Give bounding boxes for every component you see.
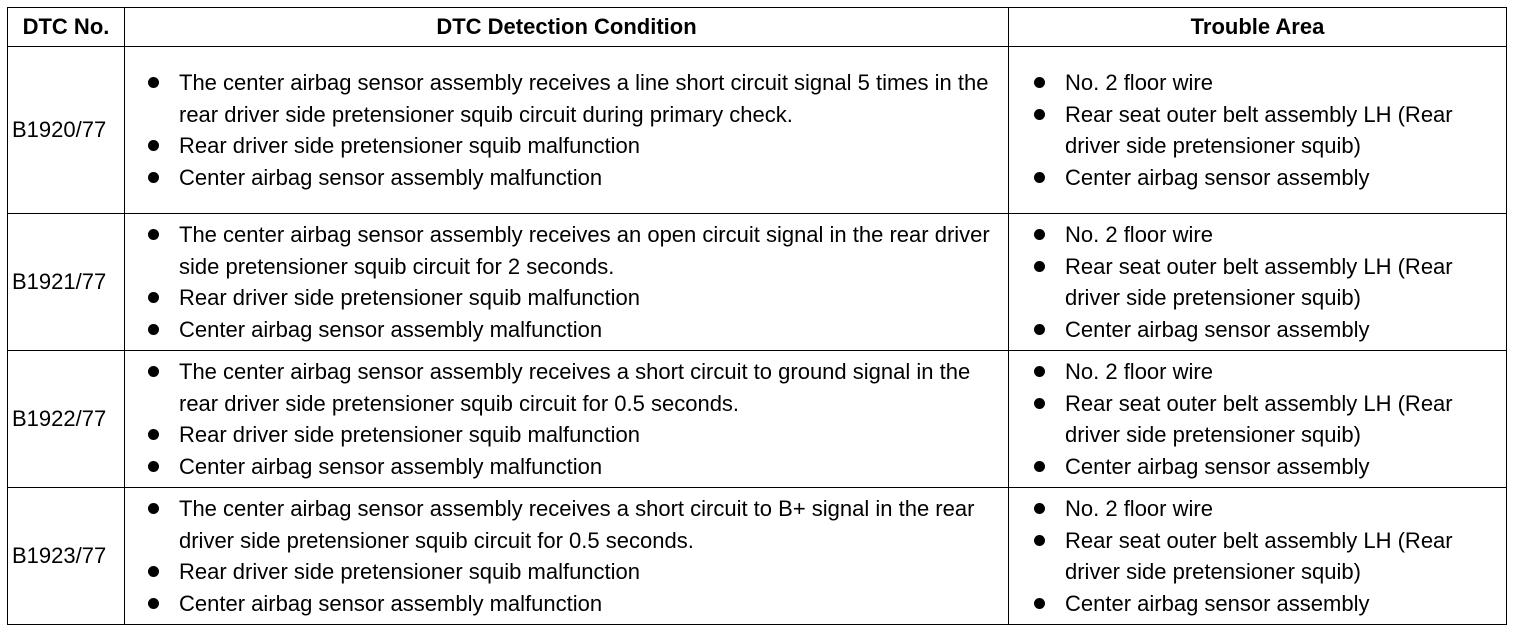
- list-item: The center airbag sensor assembly receiv…: [125, 219, 1008, 282]
- dtc-code: B1923/77: [7, 487, 125, 625]
- list-item: No. 2 floor wire: [1009, 493, 1506, 525]
- list-item: Rear driver side pretensioner squib malf…: [125, 419, 1008, 451]
- trouble-area-cell: No. 2 floor wire Rear seat outer belt as…: [1008, 46, 1507, 214]
- detection-condition-cell: The center airbag sensor assembly receiv…: [124, 350, 1009, 488]
- list-item: Center airbag sensor assembly: [1009, 314, 1506, 346]
- list-item: Center airbag sensor assembly malfunctio…: [125, 588, 1008, 620]
- area-list: No. 2 floor wire Rear seat outer belt as…: [1009, 219, 1506, 345]
- condition-list: The center airbag sensor assembly receiv…: [125, 493, 1008, 619]
- detection-condition-cell: The center airbag sensor assembly receiv…: [124, 213, 1009, 351]
- list-item: Rear seat outer belt assembly LH (Rear d…: [1009, 251, 1506, 314]
- condition-list: The center airbag sensor assembly receiv…: [125, 356, 1008, 482]
- header-dtc-no: DTC No.: [7, 7, 125, 47]
- trouble-area-cell: No. 2 floor wire Rear seat outer belt as…: [1008, 350, 1507, 488]
- table-row: B1923/77 The center airbag sensor assemb…: [7, 487, 1507, 625]
- list-item: The center airbag sensor assembly receiv…: [125, 493, 1008, 556]
- detection-condition-cell: The center airbag sensor assembly receiv…: [124, 46, 1009, 214]
- list-item: No. 2 floor wire: [1009, 67, 1506, 99]
- list-item: Rear driver side pretensioner squib malf…: [125, 130, 1008, 162]
- condition-list: The center airbag sensor assembly receiv…: [125, 219, 1008, 345]
- table-row: B1922/77 The center airbag sensor assemb…: [7, 350, 1507, 488]
- table-row: B1920/77 The center airbag sensor assemb…: [7, 46, 1507, 214]
- list-item: Center airbag sensor assembly malfunctio…: [125, 451, 1008, 483]
- list-item: Rear driver side pretensioner squib malf…: [125, 282, 1008, 314]
- dtc-code: B1922/77: [7, 350, 125, 488]
- list-item: Center airbag sensor assembly: [1009, 162, 1506, 194]
- list-item: Rear seat outer belt assembly LH (Rear d…: [1009, 525, 1506, 588]
- list-item: Center airbag sensor assembly malfunctio…: [125, 162, 1008, 194]
- list-item: Rear seat outer belt assembly LH (Rear d…: [1009, 388, 1506, 451]
- area-list: No. 2 floor wire Rear seat outer belt as…: [1009, 493, 1506, 619]
- area-list: No. 2 floor wire Rear seat outer belt as…: [1009, 67, 1506, 193]
- trouble-area-cell: No. 2 floor wire Rear seat outer belt as…: [1008, 487, 1507, 625]
- list-item: No. 2 floor wire: [1009, 356, 1506, 388]
- list-item: The center airbag sensor assembly receiv…: [125, 356, 1008, 419]
- list-item: Rear seat outer belt assembly LH (Rear d…: [1009, 99, 1506, 162]
- dtc-code: B1921/77: [7, 213, 125, 351]
- dtc-table: DTC No. DTC Detection Condition Trouble …: [7, 7, 1507, 625]
- list-item: No. 2 floor wire: [1009, 219, 1506, 251]
- detection-condition-cell: The center airbag sensor assembly receiv…: [124, 487, 1009, 625]
- table-row: B1921/77 The center airbag sensor assemb…: [7, 213, 1507, 351]
- header-row: DTC No. DTC Detection Condition Trouble …: [7, 7, 1507, 47]
- list-item: Center airbag sensor assembly: [1009, 588, 1506, 620]
- header-detection-condition: DTC Detection Condition: [124, 7, 1009, 47]
- header-trouble-area: Trouble Area: [1008, 7, 1507, 47]
- list-item: Center airbag sensor assembly: [1009, 451, 1506, 483]
- condition-list: The center airbag sensor assembly receiv…: [125, 67, 1008, 193]
- list-item: Center airbag sensor assembly malfunctio…: [125, 314, 1008, 346]
- area-list: No. 2 floor wire Rear seat outer belt as…: [1009, 356, 1506, 482]
- trouble-area-cell: No. 2 floor wire Rear seat outer belt as…: [1008, 213, 1507, 351]
- dtc-code: B1920/77: [7, 46, 125, 214]
- list-item: The center airbag sensor assembly receiv…: [125, 67, 1008, 130]
- list-item: Rear driver side pretensioner squib malf…: [125, 556, 1008, 588]
